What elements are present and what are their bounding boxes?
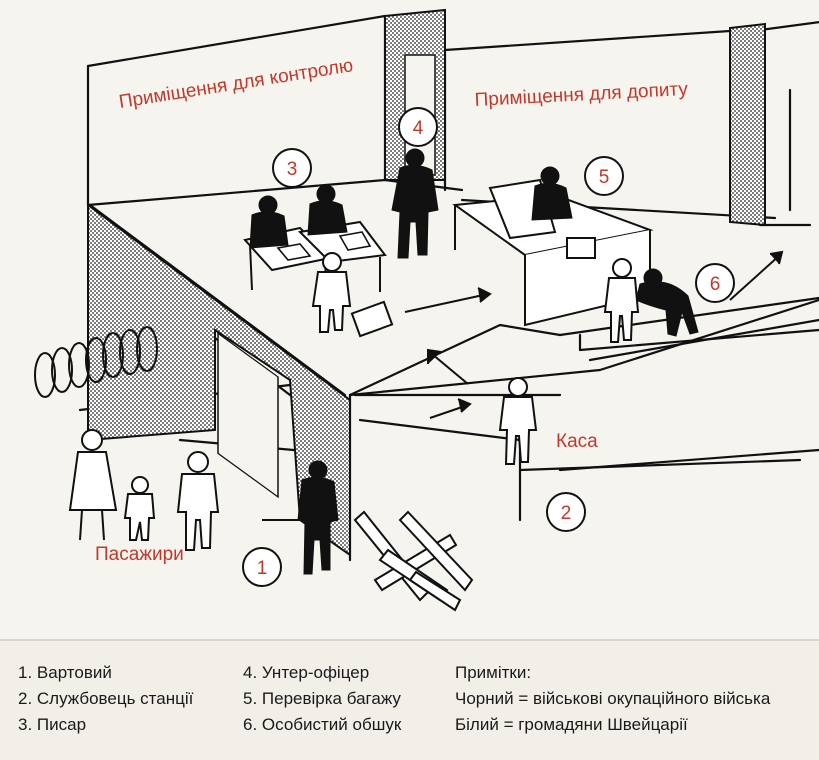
- marker-2: 2: [547, 493, 585, 531]
- legend-item: 1. Вартовий: [18, 660, 193, 686]
- legend-item: 3. Писар: [18, 712, 193, 738]
- marker-5-label: 5: [599, 167, 610, 188]
- marker-4-label: 4: [413, 118, 424, 139]
- marker-5: 5: [585, 157, 623, 195]
- marker-1-label: 1: [257, 558, 268, 579]
- legend-column-2: 4. Унтер-офіцер 5. Перевірка багажу 6. О…: [243, 660, 401, 738]
- marker-3: 3: [273, 149, 311, 187]
- passengers-label: Пасажири: [95, 544, 184, 565]
- legend: 1. Вартовий 2. Службовець станції 3. Пис…: [0, 640, 819, 760]
- cashier-label: Каса: [556, 431, 598, 452]
- marker-6-label: 6: [710, 274, 721, 295]
- dotted-wall-right: [730, 24, 765, 225]
- legend-column-1: 1. Вартовий 2. Службовець станції 3. Пис…: [18, 660, 193, 738]
- note-item: Білий = громадяни Швейцарії: [455, 712, 770, 738]
- legend-item: 4. Унтер-офіцер: [243, 660, 401, 686]
- legend-item: 2. Службовець станції: [18, 686, 193, 712]
- note-item: Чорний = військові окупаційного війська: [455, 686, 770, 712]
- legend-item: 5. Перевірка багажу: [243, 686, 401, 712]
- notes-title: Примітки:: [455, 660, 770, 686]
- legend-notes: Примітки: Чорний = військові окупаційног…: [455, 660, 770, 738]
- marker-3-label: 3: [287, 159, 298, 180]
- marker-6: 6: [696, 264, 734, 302]
- marker-4: 4: [399, 108, 437, 146]
- legend-item: 6. Особистий обшук: [243, 712, 401, 738]
- marker-2-label: 2: [561, 503, 572, 524]
- marker-1: 1: [243, 548, 281, 586]
